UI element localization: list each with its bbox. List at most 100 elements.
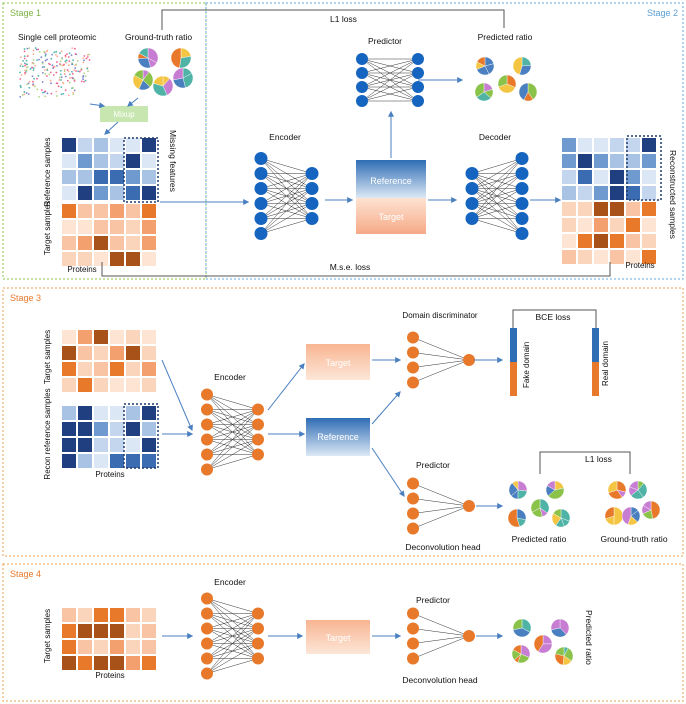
scatter-point [72, 93, 75, 96]
scatter-point [26, 65, 29, 68]
matrix-cell [142, 252, 156, 266]
scatter-point [27, 54, 29, 57]
target-samples-label-s3: Target samples [43, 330, 52, 384]
matrix-cell [94, 252, 108, 266]
scatter-point [60, 86, 63, 89]
network-edge [412, 483, 470, 507]
domain-discriminator-network [407, 331, 475, 389]
pie-slice [170, 47, 182, 69]
latent-target-box-s2 [356, 198, 426, 234]
network-edge [471, 158, 523, 219]
scatter-point [46, 69, 49, 72]
matrix-cell [578, 234, 592, 248]
scatter-point [32, 59, 35, 61]
pie-slice [517, 489, 528, 500]
matrix-cell [142, 186, 156, 200]
scatter-point [50, 92, 53, 95]
matrix-cell [642, 170, 656, 184]
matrix-cell [110, 422, 124, 436]
stage3-label: Stage 3 [10, 293, 41, 303]
pie-slice [552, 508, 562, 519]
network-node [252, 607, 264, 620]
network-edge [412, 505, 470, 514]
scatter-point [64, 60, 67, 63]
scatter-point [50, 57, 53, 60]
scatter-point [27, 82, 30, 85]
network-edge [412, 337, 470, 361]
scatter-point [46, 92, 49, 95]
matrix-cell [78, 236, 92, 250]
recon-reference-highlight-box [123, 403, 159, 469]
scatter-point [55, 95, 58, 97]
scatter-point [63, 63, 65, 66]
pie-slice [555, 646, 565, 657]
scatter-point [20, 86, 22, 89]
scatter-point [32, 49, 35, 52]
scatter-point [32, 69, 35, 72]
matrix-cell [142, 330, 156, 344]
scatter-point [45, 50, 48, 53]
scatter-point [71, 63, 73, 66]
matrix-cell [578, 202, 592, 216]
matrix-cell [78, 186, 92, 200]
encoder-network-s2 [254, 152, 319, 240]
matrix-cell [94, 236, 108, 250]
matrix-cell [126, 406, 140, 420]
scatter-point [69, 77, 71, 79]
network-node [407, 637, 419, 650]
latent-reference-label-s2: Reference [370, 176, 412, 186]
ground-truth-label-s1: Ground-truth ratio [125, 32, 192, 42]
network-node [254, 197, 268, 210]
scatter-point [58, 76, 61, 79]
latent-target-box-s4 [306, 620, 370, 654]
matrix-cell [126, 624, 140, 638]
scatter-point [32, 67, 35, 70]
matrix-cell [562, 234, 576, 248]
matrix-cell [78, 406, 92, 420]
matrix-cell [94, 346, 108, 360]
matrix-cell [642, 234, 656, 248]
matrix-cell [78, 362, 92, 376]
scatter-point [42, 91, 44, 94]
matrix-cell [110, 330, 124, 344]
network-node [515, 197, 529, 210]
proteins-label-s2: Proteins [625, 261, 654, 270]
scatter-point [74, 67, 77, 69]
matrix-cell [110, 154, 124, 168]
scatter-point [63, 70, 66, 73]
matrix-cell [626, 218, 640, 232]
scatter-point [48, 62, 50, 65]
matrix-cell [94, 204, 108, 218]
latent-target-box-s3 [306, 344, 370, 380]
matrix-cell [62, 362, 76, 376]
matrix-cell [610, 138, 624, 152]
scatter-point [23, 55, 26, 58]
scatter-point [32, 80, 34, 83]
matrix-cell [110, 438, 124, 452]
stage4-target-matrix [62, 608, 156, 670]
matrix-cell [94, 640, 108, 654]
matrix-cell [142, 204, 156, 218]
matrix-cell [62, 346, 76, 360]
scatter-point [19, 65, 22, 67]
pie-slice [152, 83, 168, 97]
matrix-cell [562, 218, 576, 232]
proteins-label-s1: Proteins [67, 265, 96, 274]
matrix-cell [110, 138, 124, 152]
predicted-ratio-label-s3: Predicted ratio [512, 534, 567, 544]
matrix-cell [62, 236, 76, 250]
pie-slice [530, 498, 541, 513]
matrix-cell [594, 154, 608, 168]
network-edge [206, 439, 259, 470]
scatter-point [70, 54, 73, 57]
scatter-point [21, 65, 24, 68]
bce-loss-label: BCE loss [536, 312, 571, 322]
network-node [407, 492, 419, 505]
network-edge [206, 394, 259, 410]
scatter-point [60, 50, 63, 53]
scatter-point [44, 59, 47, 62]
scatter-point [72, 59, 75, 62]
scatter-point [74, 47, 76, 50]
matrix-cell [594, 250, 608, 264]
